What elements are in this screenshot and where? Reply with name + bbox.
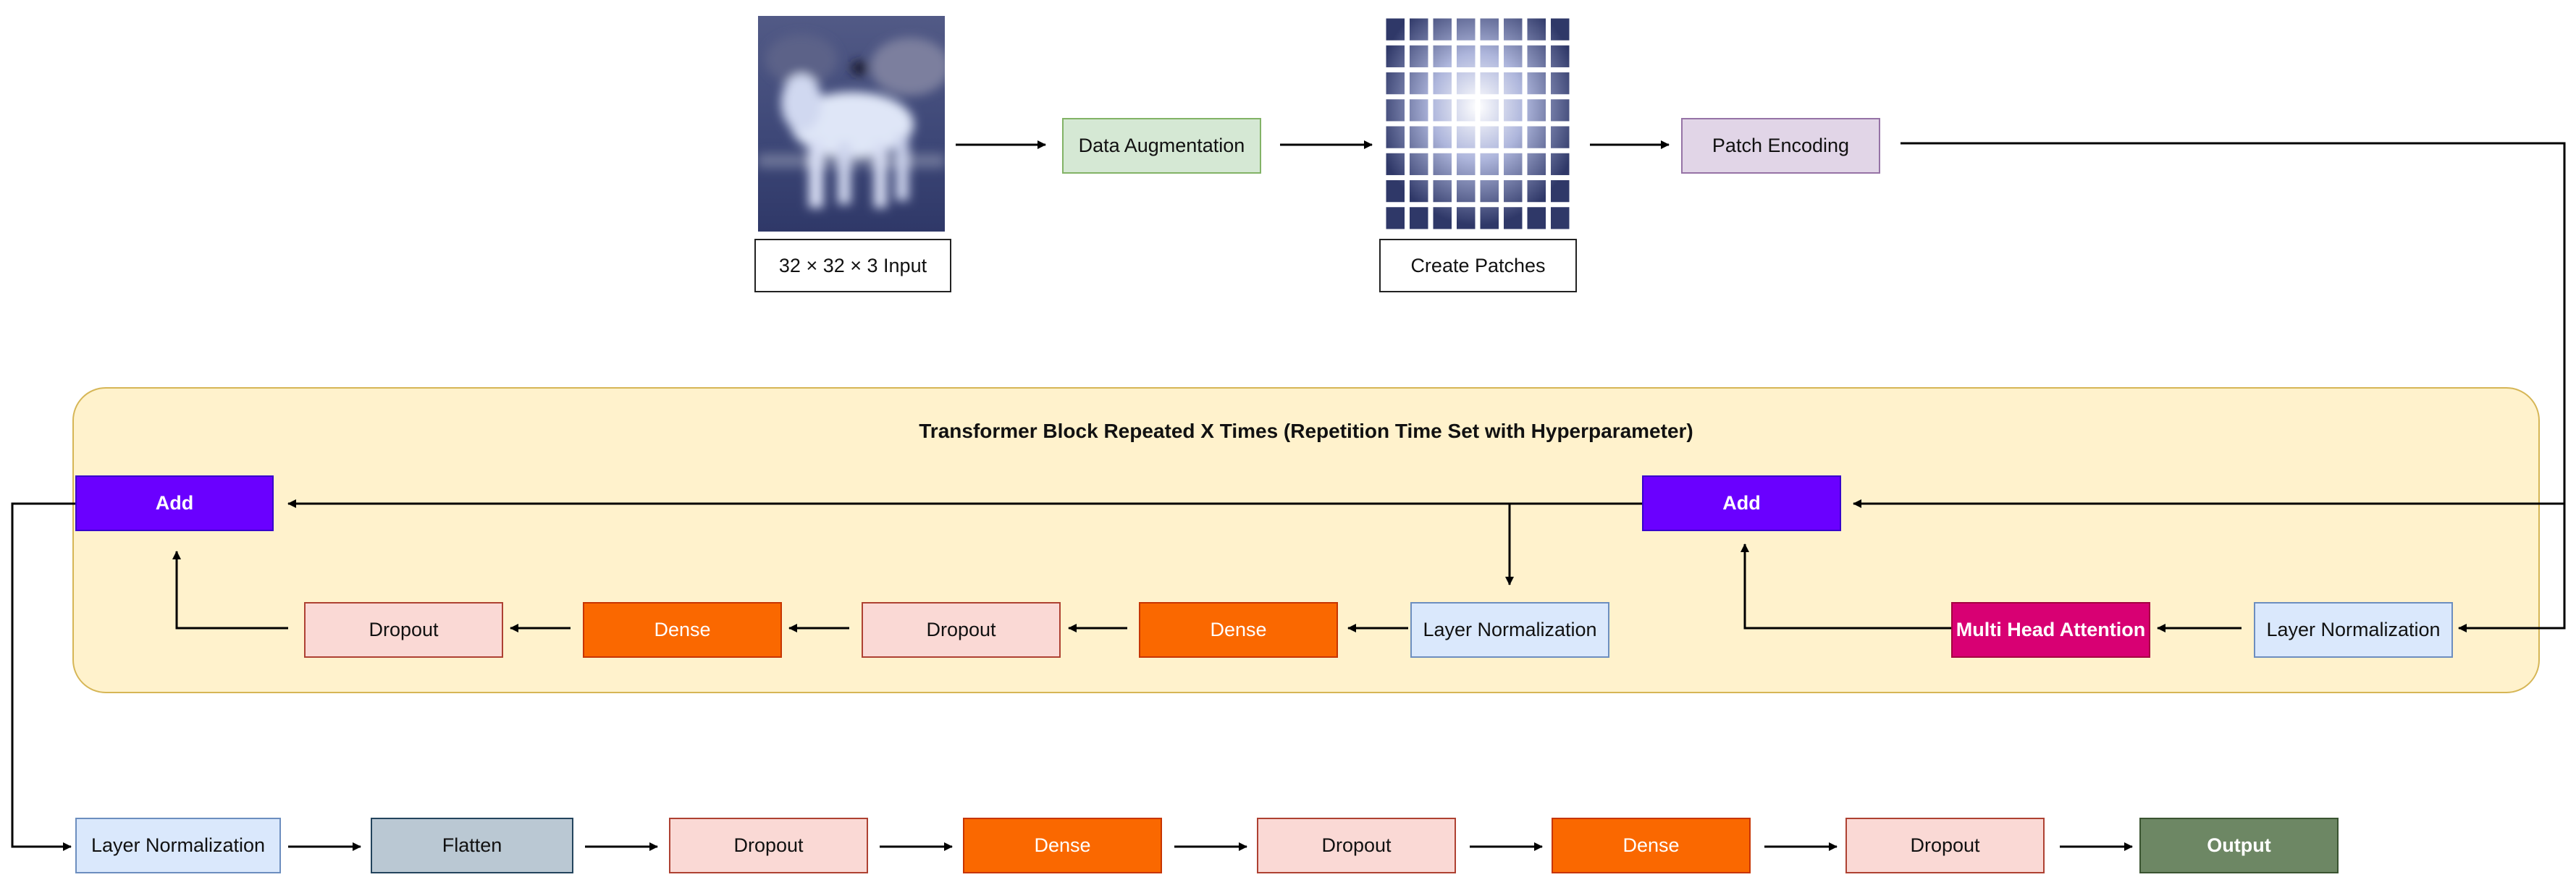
create-patches-node: Create Patches: [1379, 239, 1577, 292]
layer-normalization-node-bottom: Layer Normalization: [75, 818, 281, 873]
arrow-dropout-a-to-add-left: [172, 551, 288, 630]
dropout-node-b: Dropout: [862, 602, 1061, 658]
dense-node-1: Dense: [963, 818, 1162, 873]
output-node: Output: [2139, 818, 2339, 873]
dense-node-2: Dense: [1552, 818, 1751, 873]
patch-grid-icon: [1384, 16, 1572, 232]
input-size-label: 32 × 32 × 3 Input: [754, 239, 951, 292]
dropout-node-1: Dropout: [669, 818, 868, 873]
patch-encoding-node: Patch Encoding: [1681, 118, 1880, 174]
add-node-right: Add: [1642, 475, 1841, 531]
dropout-node-3: Dropout: [1845, 818, 2045, 873]
add-node-left: Add: [75, 475, 274, 531]
dropout-node-2: Dropout: [1257, 818, 1456, 873]
layer-normalization-node-mid: Layer Normalization: [1410, 602, 1609, 658]
flatten-node: Flatten: [371, 818, 573, 873]
arrow-mha-to-add-right: [1741, 543, 1951, 630]
dense-node-b: Dense: [1139, 602, 1338, 658]
arrow-block-to-bottom-row: [11, 502, 75, 851]
dropout-node-a: Dropout: [304, 602, 503, 658]
dense-node-a: Dense: [583, 602, 782, 658]
arrow-encoding-to-block: [1901, 142, 2566, 632]
multi-head-attention-node: Multi Head Attention: [1951, 602, 2150, 658]
layer-normalization-node-right: Layer Normalization: [2254, 602, 2453, 658]
transformer-block-title: Transformer Block Repeated X Times (Repe…: [919, 420, 1693, 442]
horse-image-icon: [758, 16, 945, 232]
data-augmentation-node: Data Augmentation: [1062, 118, 1261, 174]
